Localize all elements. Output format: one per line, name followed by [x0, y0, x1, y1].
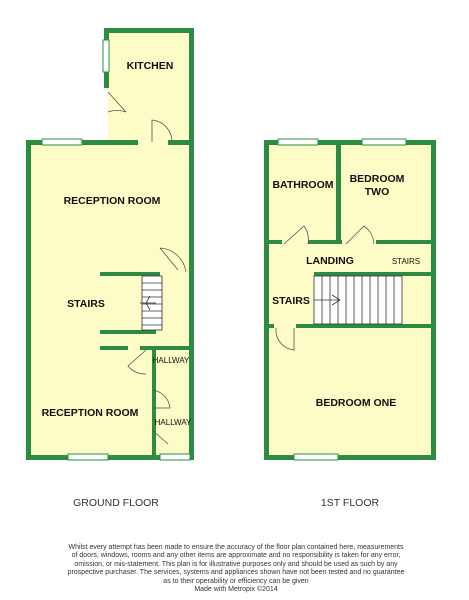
reception-area	[30, 142, 190, 458]
ground-left-wall	[26, 140, 31, 460]
disclaimer-line: as to their operability or efficiency ca…	[163, 577, 309, 585]
ground-floor-caption: GROUND FLOOR	[73, 497, 159, 509]
bedroom-two-label-line2: TWO	[365, 186, 390, 198]
hallway-step	[151, 429, 169, 445]
bedroom-two-label-line1: BEDROOM	[350, 173, 405, 185]
kitchen-side-window	[102, 39, 110, 73]
ground-divider-wall-right	[168, 140, 192, 145]
landing-label: LANDING	[306, 255, 354, 267]
hallway-divider-wall-left	[100, 346, 128, 350]
reception-room-bottom-label: RECEPTION ROOM	[42, 407, 139, 419]
hallway-upper-label: HALLWAY	[153, 356, 190, 365]
ground-floor-plan: KITCHEN RECEPTION ROOM STAIRS HALLWAY RE…	[26, 28, 194, 509]
kitchen-top-wall	[104, 28, 194, 33]
hallway-stairs-door	[159, 247, 187, 273]
reception-top-window	[41, 138, 83, 146]
bathroom-bottom-wall-right	[308, 240, 342, 244]
stairs-right-label: STAIRS	[392, 257, 420, 266]
hallway-divider-wall	[140, 346, 192, 350]
bathroom-label: BATHROOM	[272, 179, 333, 191]
hallway-door	[127, 349, 147, 375]
bedroom-one-top-wall	[296, 324, 436, 328]
ground-right-wall	[189, 28, 194, 458]
first-floor-caption: 1ST FLOOR	[321, 497, 380, 509]
first-floor-stairs-treads	[313, 275, 403, 325]
disclaimer-line: prospective purchaser. The services, sys…	[67, 569, 405, 577]
hallway-side-wall	[152, 346, 156, 458]
bedroom-two-bottom-wall	[376, 240, 436, 244]
stairs-bottom-wall	[100, 330, 156, 334]
bath-bed-partition	[336, 140, 341, 244]
bedroom-one-door	[275, 327, 295, 351]
first-floor-plan: BATHROOM BEDROOM TWO LANDING STAIRS STAI…	[264, 138, 436, 509]
ground-stairs-treads	[140, 275, 163, 331]
landing-stairs-wall	[314, 272, 436, 276]
front-hallway-door	[151, 389, 171, 409]
stairs-top-wall	[100, 272, 160, 276]
stairs-label: STAIRS	[67, 298, 105, 310]
bedroom-one-window	[293, 453, 339, 461]
stairs-left-label: STAIRS	[272, 295, 310, 307]
disclaimer: Whilst every attempt has been made to en…	[36, 544, 436, 594]
reception-door	[151, 119, 173, 143]
reception-bottom-window	[67, 453, 109, 461]
first-bottom-wall	[264, 455, 436, 460]
kitchen-area	[108, 28, 190, 142]
reception-room-top-label: RECEPTION ROOM	[64, 195, 161, 207]
bedroom-one-top-wall-left	[264, 324, 274, 328]
first-right-wall	[431, 140, 436, 460]
kitchen-door	[107, 91, 127, 113]
bathroom-bottom-wall-left	[264, 240, 282, 244]
disclaimer-line: of doors, windows, rooms and any other i…	[71, 552, 401, 560]
metropix-credit: Made with Metropix ©2014	[194, 586, 278, 594]
hallway-lower-label: HALLWAY	[155, 418, 192, 427]
ground-bottom-wall	[26, 455, 194, 460]
first-left-wall	[264, 140, 269, 460]
bedroom-two-door	[345, 225, 375, 245]
hallway-front-door	[159, 453, 191, 461]
first-top-wall	[264, 140, 436, 145]
bathroom-door	[283, 225, 309, 245]
disclaimer-line: omission, or mis-statement. This plan is…	[74, 560, 398, 568]
kitchen-label: KITCHEN	[127, 60, 174, 72]
disclaimer-line: Whilst every attempt has been made to en…	[68, 544, 404, 551]
bathroom-window	[277, 138, 319, 146]
bedroom-two-window	[361, 138, 407, 146]
bedroom-one-label: BEDROOM ONE	[316, 397, 397, 409]
